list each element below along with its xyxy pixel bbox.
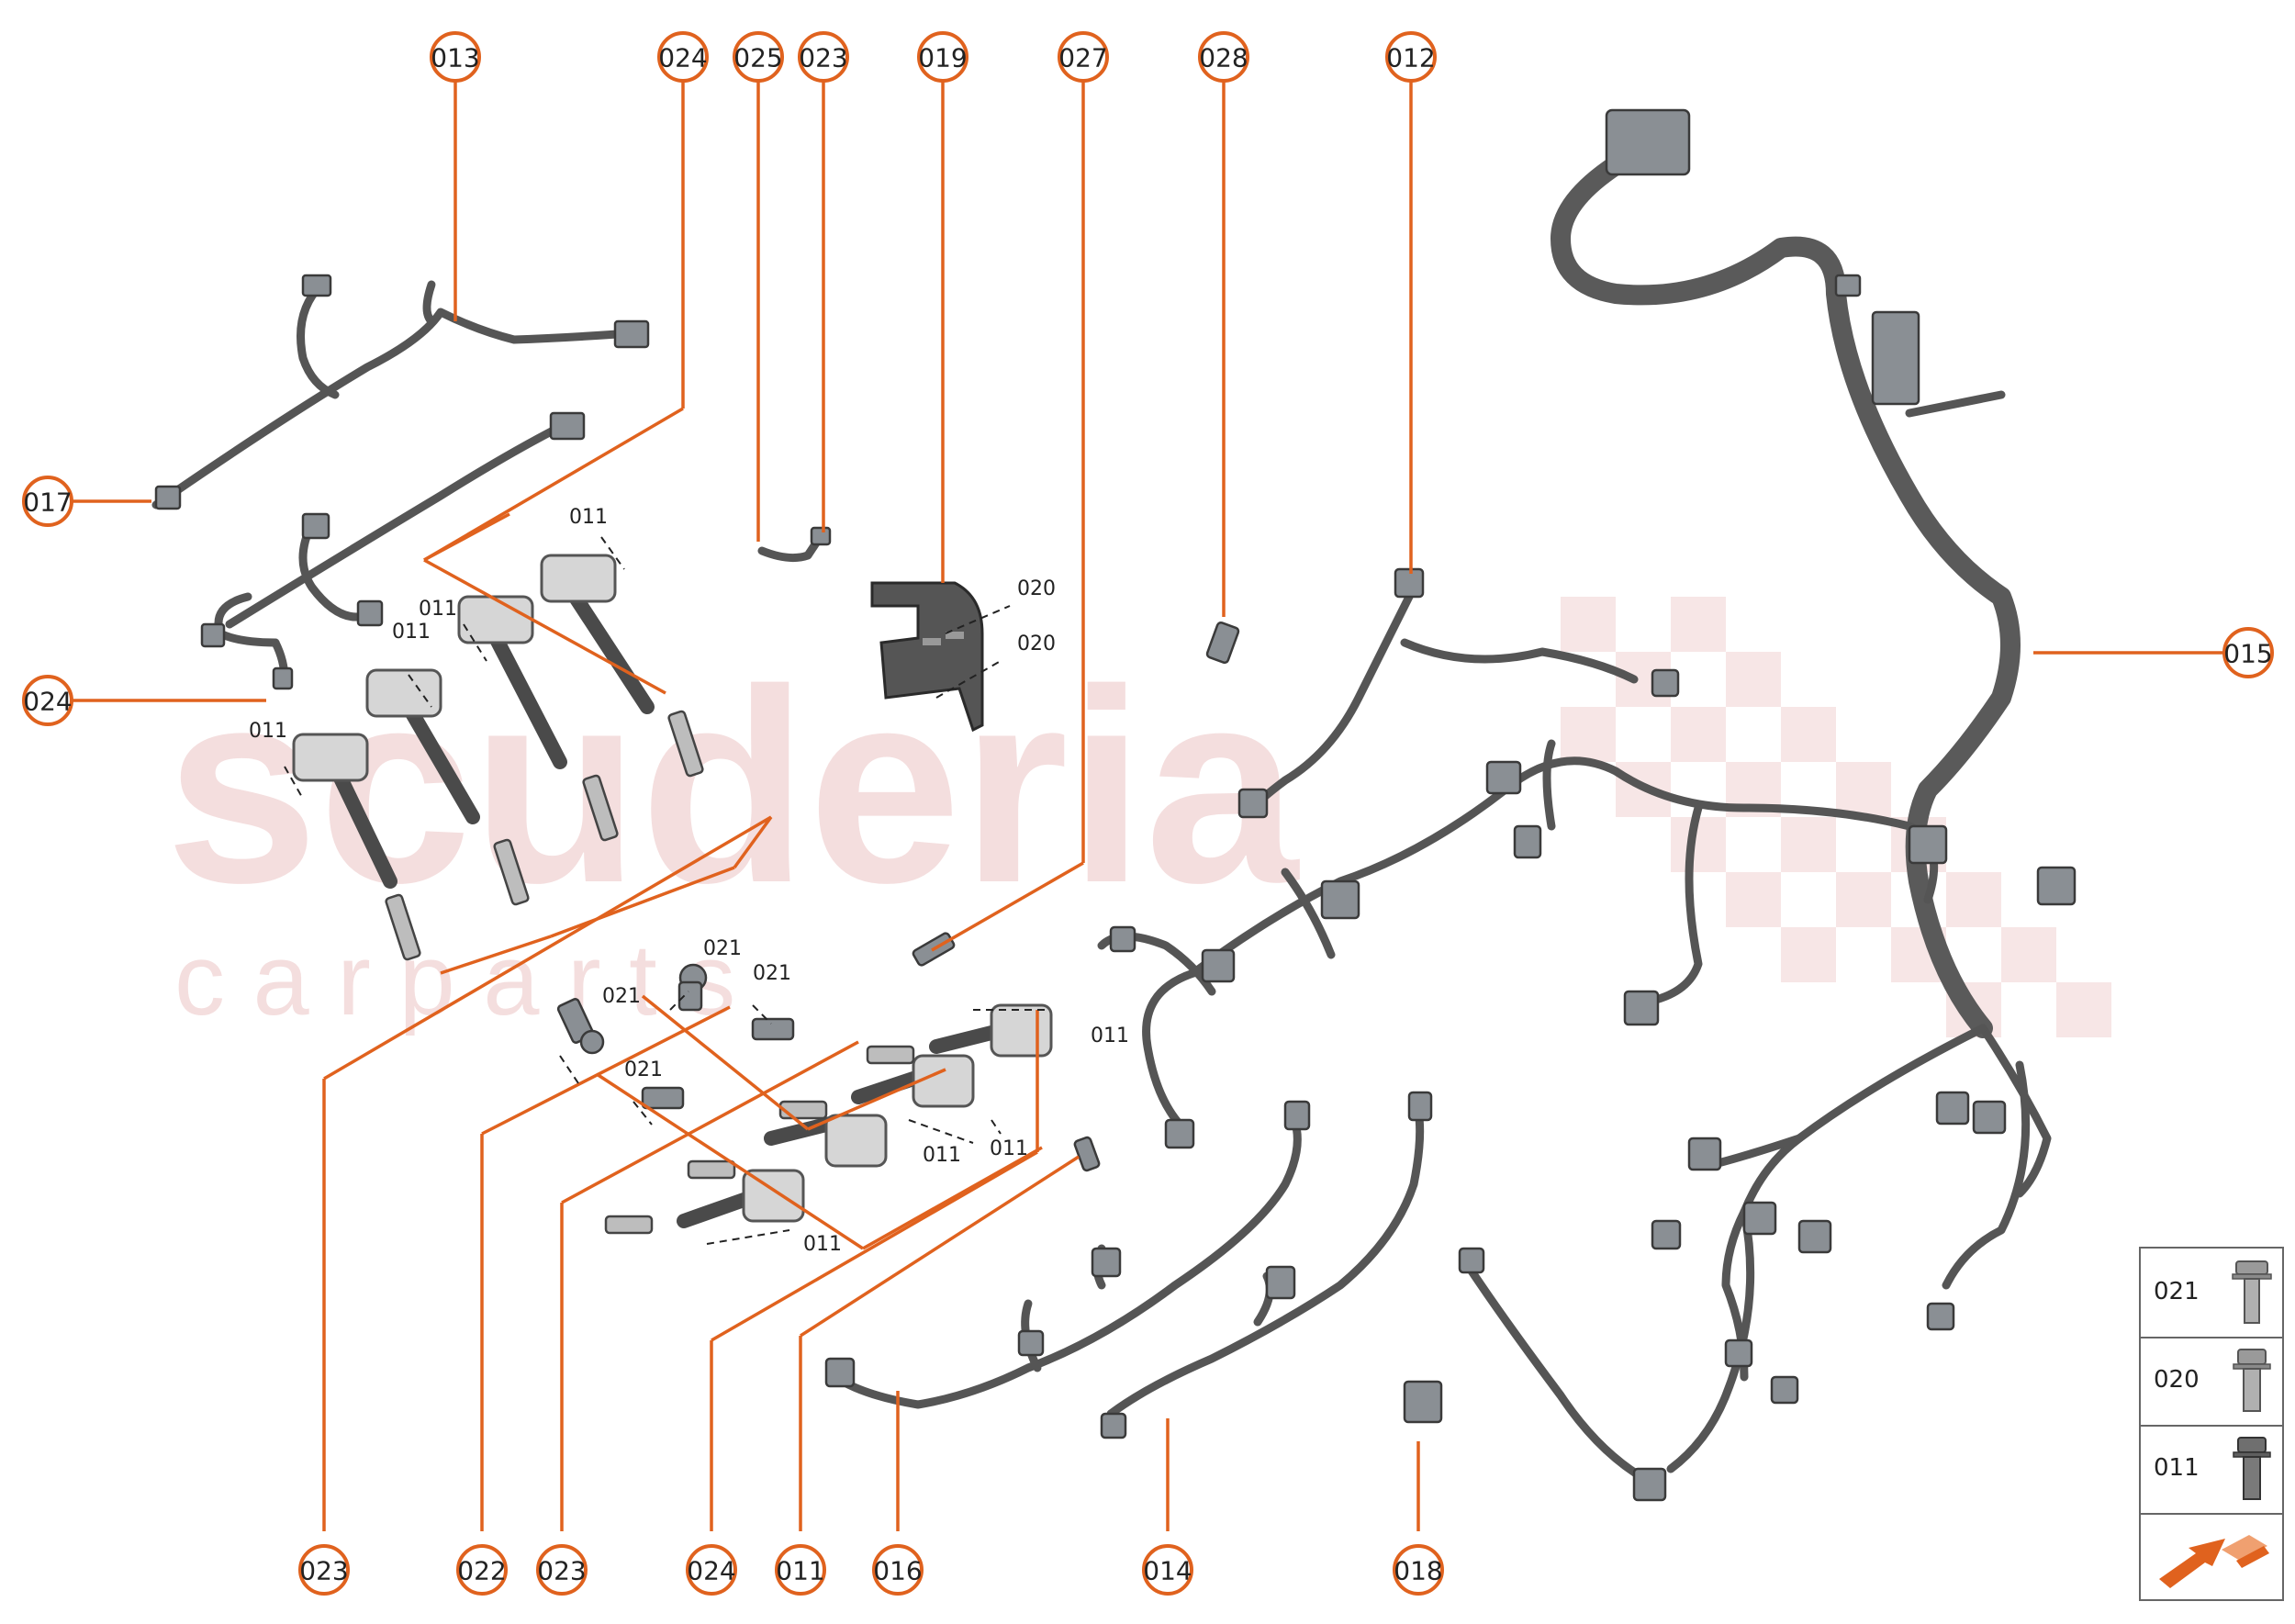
sensor-bolt-label: 021 <box>602 985 641 1008</box>
legend-label: 021 <box>2154 1278 2200 1305</box>
knock-sensors <box>556 963 795 1110</box>
coil-bolt-label: 011 <box>419 598 457 621</box>
legend-row: 011 <box>2141 1425 2282 1515</box>
callout-bubble[interactable]: 017 <box>22 476 73 527</box>
small-clip-part <box>1205 621 1240 665</box>
lower-coil-bolt-label: 011 <box>923 1144 961 1167</box>
svg-text:024: 024 <box>658 43 707 73</box>
dashed-bolt-indicators <box>284 536 1047 1245</box>
engine-harness-lower <box>824 1091 1433 1439</box>
callout-bubble[interactable]: 028 <box>1198 31 1249 83</box>
hex-bolt-icon <box>2233 1437 2271 1500</box>
small-connector-part <box>1403 1380 1443 1424</box>
legend-row: 020 <box>2141 1337 2282 1427</box>
callout-bubble[interactable]: 015 <box>2222 627 2274 678</box>
callout-bubble[interactable]: 023 <box>298 1544 350 1596</box>
svg-text:022: 022 <box>457 1556 506 1586</box>
callout-bubble[interactable]: 018 <box>1393 1544 1444 1596</box>
callout-bubble[interactable]: 019 <box>917 31 968 83</box>
svg-text:016: 016 <box>873 1556 922 1586</box>
svg-text:023: 023 <box>537 1556 586 1586</box>
coil-bolt-label: 011 <box>569 506 608 529</box>
vehicle-front-direction-arrow-icon <box>2159 1535 2269 1588</box>
callouts-top: 013 024 025 023 019 027 028 012 <box>430 31 1437 83</box>
ignition-coils-upper <box>292 554 704 961</box>
svg-text:023: 023 <box>799 43 847 73</box>
callout-bubble[interactable]: 022 <box>456 1544 508 1596</box>
svg-text:028: 028 <box>1199 43 1248 73</box>
svg-text:019: 019 <box>918 43 967 73</box>
coil-bolt-label: 011 <box>249 720 287 743</box>
watermark: scuderia c a r p a r t s <box>165 597 2111 1037</box>
callout-bubble[interactable]: 024 <box>686 1544 737 1596</box>
legend-label: 011 <box>2154 1454 2200 1482</box>
callout-bubble[interactable]: 016 <box>872 1544 924 1596</box>
callout-bubble[interactable]: 027 <box>1058 31 1109 83</box>
svg-text:017: 017 <box>23 487 72 518</box>
callouts-bottom: 023 022 023 024 011 016 014 018 <box>298 1544 1444 1596</box>
svg-text:015: 015 <box>2223 639 2272 669</box>
callout-bubble[interactable]: 023 <box>536 1544 588 1596</box>
svg-text:011: 011 <box>776 1556 824 1586</box>
svg-text:027: 027 <box>1058 43 1107 73</box>
engine-harness-upper-left <box>151 274 650 690</box>
sensor-bolt-label: 021 <box>703 937 742 960</box>
lower-coil-bolt-label: 011 <box>990 1137 1028 1160</box>
sensor-bolt-label: 021 <box>624 1058 663 1081</box>
svg-text:018: 018 <box>1394 1556 1442 1586</box>
svg-text:024: 024 <box>23 687 72 717</box>
svg-text:013: 013 <box>431 43 479 73</box>
svg-text:012: 012 <box>1386 43 1435 73</box>
leader-lines <box>72 81 2224 1531</box>
legend-row: 021 <box>2141 1249 2282 1338</box>
bracket-bolt-label: 020 <box>1017 577 1056 600</box>
svg-text:024: 024 <box>687 1556 735 1586</box>
sensor-bolt-label: 021 <box>753 962 791 985</box>
watermark-sub-text: c a r p a r t s <box>174 924 735 1036</box>
svg-text:025: 025 <box>733 43 782 73</box>
callout-bubble[interactable]: 024 <box>657 31 709 83</box>
svg-text:023: 023 <box>299 1556 348 1586</box>
lower-coil-bolt-label: 011 <box>803 1233 842 1256</box>
legend-label: 020 <box>2154 1366 2200 1394</box>
engine-harness-main <box>1097 108 2077 1502</box>
callout-bubble[interactable]: 011 <box>775 1544 826 1596</box>
bracket-bolt-label: 020 <box>1017 633 1056 655</box>
callouts-side: 017 024 015 <box>22 476 2274 726</box>
hex-flange-bolt-icon <box>2233 1349 2271 1412</box>
callout-bubble[interactable]: 013 <box>430 31 481 83</box>
callout-bubble[interactable]: 014 <box>1142 1544 1193 1596</box>
callout-bubble[interactable]: 024 <box>22 675 73 726</box>
lower-coil-bolt-label: 011 <box>1091 1025 1129 1047</box>
callout-bubble[interactable]: 012 <box>1385 31 1437 83</box>
flange-bolt-icon <box>2232 1260 2272 1324</box>
ignition-coils-lower <box>604 1003 1053 1235</box>
svg-text:014: 014 <box>1143 1556 1192 1586</box>
small-bolt-labels: 011 011 011 011 020 020 021 021 021 021 … <box>249 506 1129 1256</box>
callout-bubble[interactable]: 025 <box>733 31 784 83</box>
watermark-brand-text: scuderia <box>165 632 1300 940</box>
fastener-legend: 021 020 011 <box>2139 1247 2284 1601</box>
mounting-bracket <box>870 581 984 733</box>
small-sensor-lead <box>757 526 832 563</box>
coil-bolt-label: 011 <box>392 621 431 644</box>
callout-bubble[interactable]: 023 <box>798 31 849 83</box>
